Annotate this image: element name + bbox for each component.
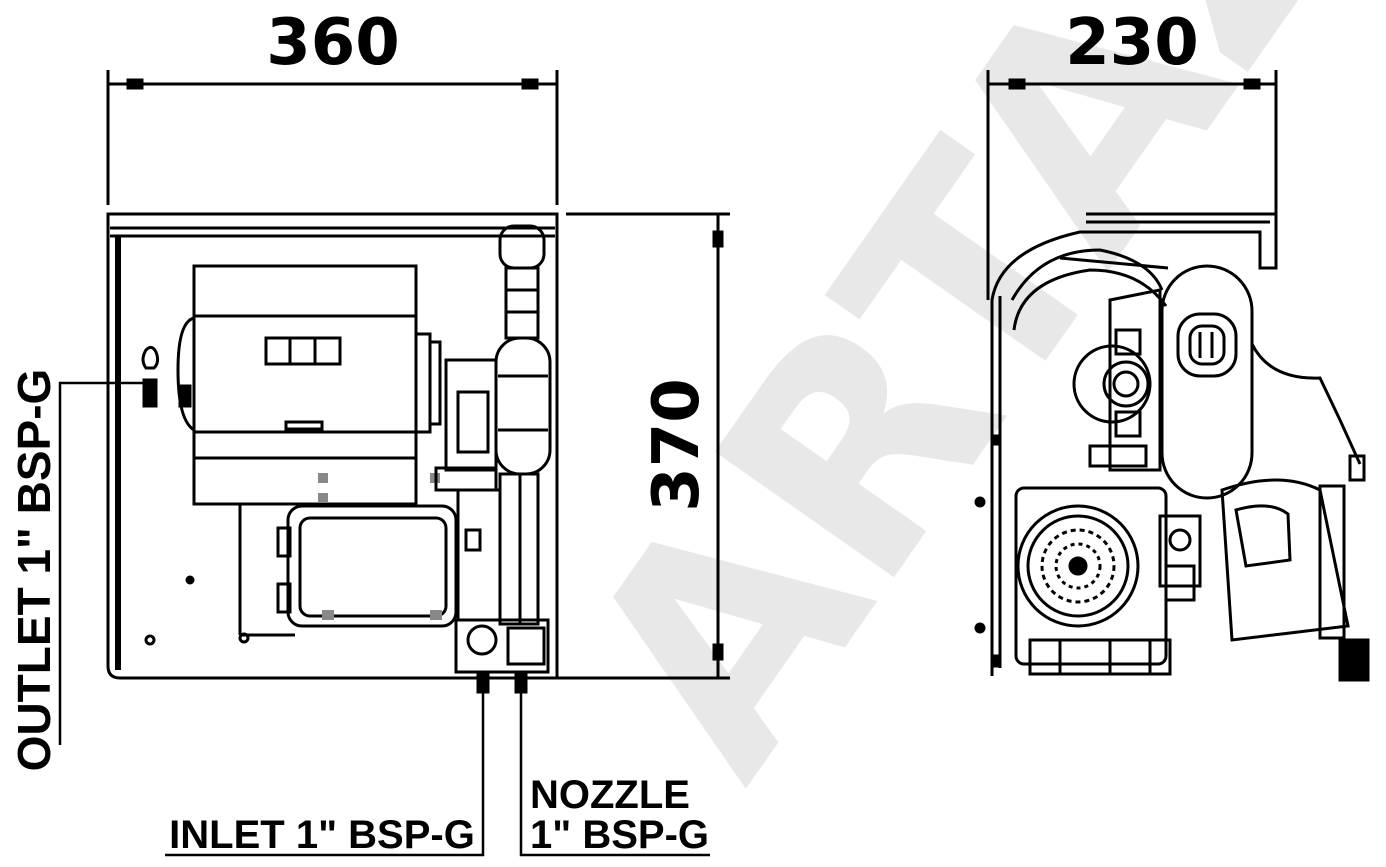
side-view (974, 70, 1370, 682)
front-width-dimension (106, 70, 559, 205)
front-view (58, 70, 730, 857)
side-nozzle (1160, 264, 1254, 500)
front-width-value: 360 (266, 6, 400, 80)
outlet-label: OUTLET 1" BSP-G (8, 369, 60, 772)
meter-head (176, 264, 442, 506)
back-plate (106, 212, 559, 680)
side-back-plate (974, 212, 1278, 676)
valve-body (434, 358, 550, 694)
dimension-labels: 360 230 370 (266, 6, 1199, 512)
side-trigger (1220, 343, 1370, 682)
front-height-value: 370 (640, 378, 714, 512)
front-height-dimension (556, 212, 730, 680)
side-meter (1072, 288, 1162, 472)
side-width-value: 230 (1065, 6, 1199, 80)
side-width-dimension (986, 70, 1278, 300)
leader-lines (58, 381, 710, 857)
hose (1010, 248, 1169, 331)
connection-labels: OUTLET 1" BSP-G INLET 1" BSP-G NOZZLE 1"… (8, 369, 709, 857)
nozzle-label-line1: NOZZLE (530, 773, 690, 817)
side-motor (1014, 486, 1202, 676)
inlet-label: INLET 1" BSP-G (169, 813, 475, 857)
nozzle-holder (494, 224, 552, 626)
pump-motor (276, 504, 458, 628)
nozzle-label-line2: 1" BSP-G (530, 813, 709, 857)
